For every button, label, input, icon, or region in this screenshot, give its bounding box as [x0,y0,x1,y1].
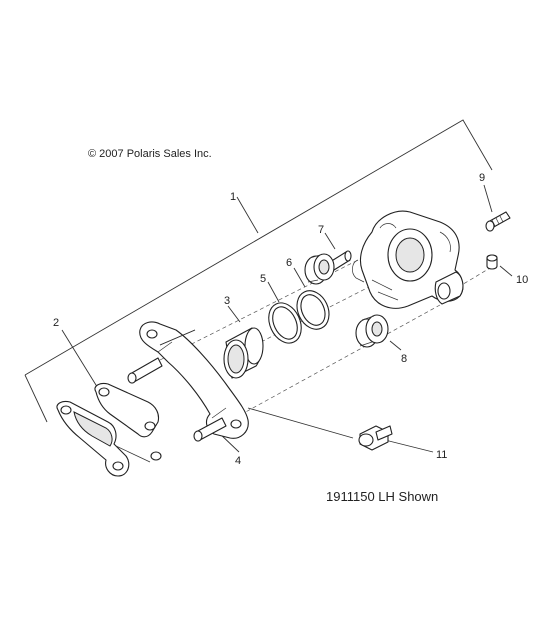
callout-11: 11 [436,449,447,461]
callout-5: 5 [260,273,266,285]
callout-leader-lines [61,184,513,453]
mounting-bracket-icon [127,321,249,442]
callout-9: 9 [479,172,485,184]
callout-4: 4 [235,455,241,467]
callout-10: 10 [516,274,528,286]
callout-6: 6 [286,257,292,269]
seal-ring-icon [268,302,302,344]
callout-3: 3 [224,295,230,307]
callout-8: 8 [401,353,407,365]
seal-ring-icon [296,290,330,330]
brake-pad-icon [56,382,162,477]
boot-icon [355,314,389,348]
bleeder-screw-icon [485,211,511,232]
callout-7: 7 [318,224,324,236]
cap-icon [486,254,498,270]
boot-icon [304,250,352,285]
callout-labels: 1 2 3 4 5 6 7 8 9 10 11 [53,172,528,467]
caliper-body-icon [352,210,464,309]
assembly-frame-lines [24,119,493,423]
callout-1: 1 [230,191,236,203]
callout-2: 2 [53,317,59,329]
copyright-text: © 2007 Polaris Sales Inc. [88,148,212,160]
piston-icon [223,327,264,379]
part-number-note: 1911150 LH Shown [326,489,439,504]
bolt-icon [358,425,393,451]
